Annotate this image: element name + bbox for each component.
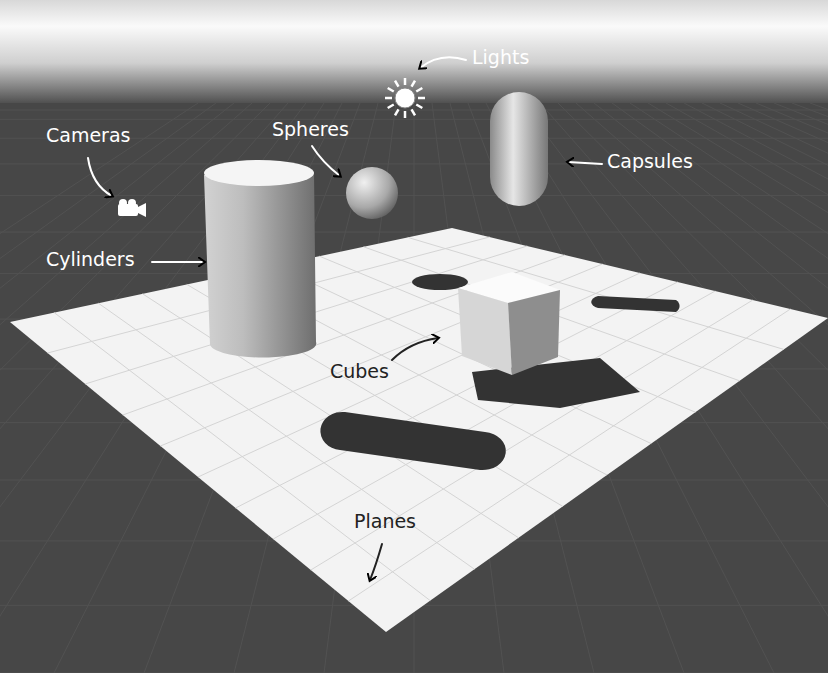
cylinder-shadow <box>320 412 505 470</box>
callout-label: Cubes <box>330 360 389 383</box>
grid-line <box>364 247 740 381</box>
sphere <box>346 167 398 219</box>
leader-line <box>88 158 112 196</box>
leader-line <box>312 146 340 176</box>
callout-label: Spheres <box>272 118 349 141</box>
grid-line <box>412 81 416 87</box>
grid-line <box>395 81 399 87</box>
grid-line <box>756 103 828 673</box>
grid-line <box>418 97 425 100</box>
grid-line <box>416 88 422 92</box>
cylinder <box>204 172 316 358</box>
grid-line <box>792 103 828 673</box>
capsule-shadow <box>591 296 679 312</box>
grid-line <box>395 109 399 115</box>
capsule <box>490 92 548 206</box>
leader-line <box>420 57 466 68</box>
camera-icon <box>118 199 146 217</box>
callout-label: Cameras <box>46 124 130 147</box>
plane <box>10 228 828 632</box>
light-icon <box>385 78 425 118</box>
grid-line <box>388 88 394 92</box>
ground <box>0 103 828 673</box>
ground-grid <box>0 103 828 673</box>
grid-line <box>810 103 828 673</box>
leader-arrows <box>88 57 602 580</box>
leader-line <box>370 544 382 580</box>
callout-label: Cylinders <box>46 248 135 271</box>
leader-line <box>392 338 438 360</box>
sky <box>0 0 828 105</box>
leader-line <box>568 162 602 164</box>
callout-label: Capsules <box>607 150 693 173</box>
cube-front <box>458 288 512 375</box>
grid-line <box>388 105 394 109</box>
plane-grid <box>48 237 791 601</box>
grid-line <box>404 78 407 85</box>
grid-line <box>774 103 828 673</box>
grid-line <box>416 105 422 109</box>
grid-line <box>720 103 828 673</box>
grid-line <box>404 111 407 118</box>
leader-line <box>152 261 204 263</box>
callout-label: Planes <box>354 510 416 533</box>
cylinder-top <box>204 160 314 186</box>
cube-side <box>508 290 560 375</box>
grid-line <box>738 103 828 673</box>
grid-line <box>412 109 416 115</box>
grid-line <box>385 97 392 100</box>
callout-label: Lights <box>472 46 529 69</box>
